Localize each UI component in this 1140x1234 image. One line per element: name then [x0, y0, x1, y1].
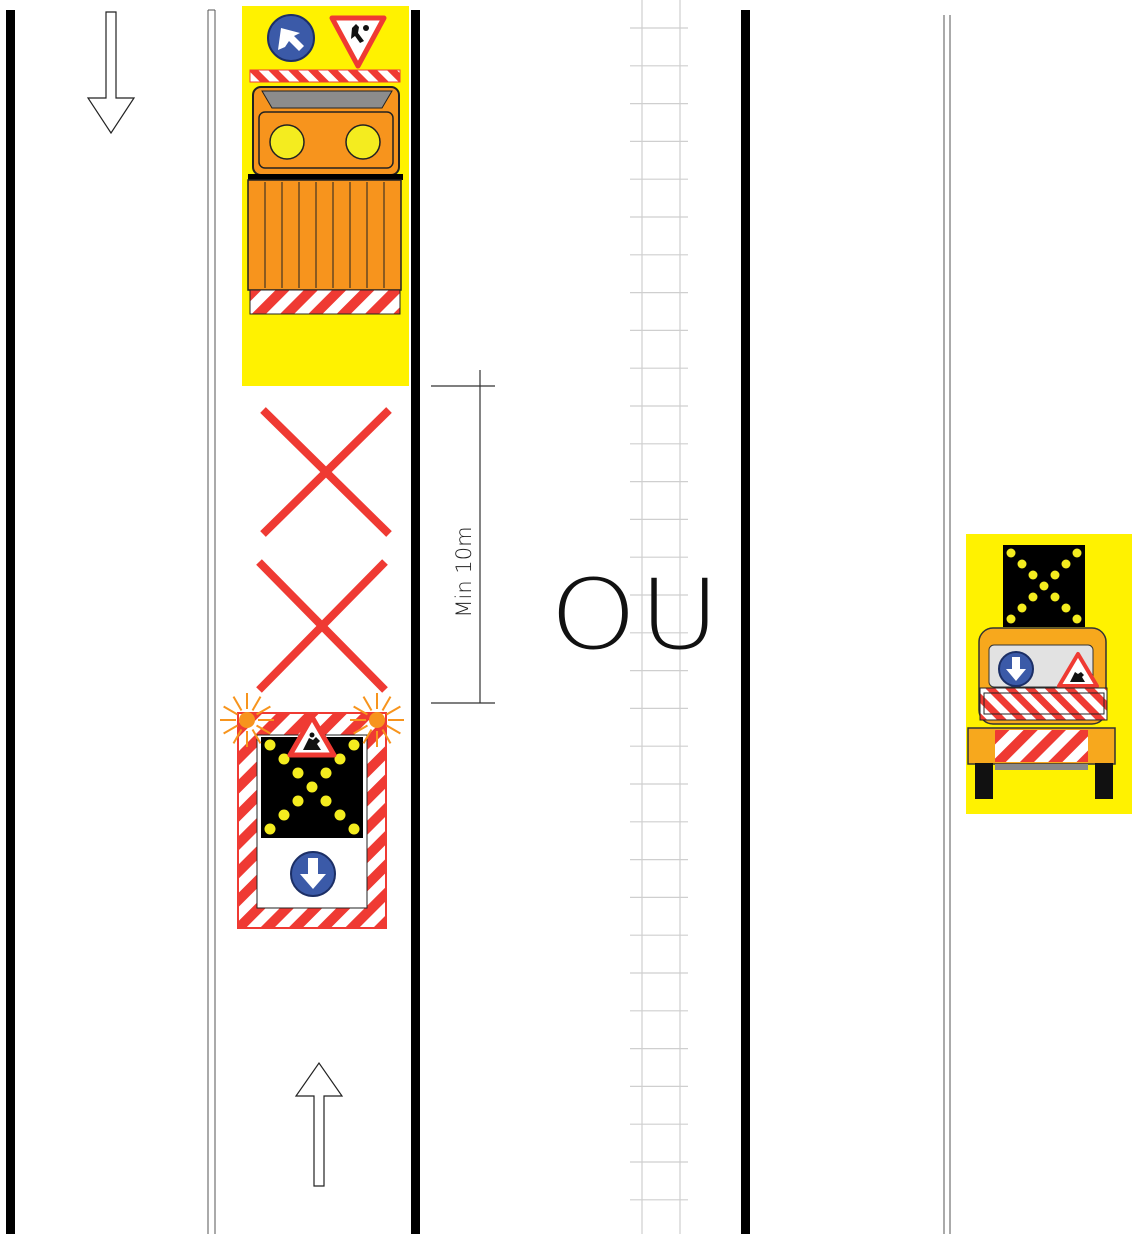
x-cross-icon — [259, 562, 385, 690]
x-cross-icon — [263, 410, 389, 534]
down-arrow-sign-icon — [999, 652, 1033, 686]
work-vehicle-right — [966, 534, 1132, 814]
work-vehicle-top — [242, 6, 409, 386]
down-direction-arrow-icon — [88, 12, 134, 133]
left-road-median-line — [411, 10, 420, 1234]
right-road-lane-line — [944, 15, 950, 1234]
left-road-lane-line — [208, 10, 215, 1234]
signal-trailer — [220, 693, 404, 928]
left-road-edge-line — [6, 10, 15, 1234]
down-arrow-sign-icon — [291, 852, 335, 896]
keep-left-arrow-icon — [268, 15, 314, 61]
up-direction-arrow-icon — [296, 1063, 342, 1186]
distance-label: Min 10m — [452, 512, 476, 632]
right-road-edge-line — [741, 10, 750, 1234]
or-label: OU — [544, 560, 728, 670]
